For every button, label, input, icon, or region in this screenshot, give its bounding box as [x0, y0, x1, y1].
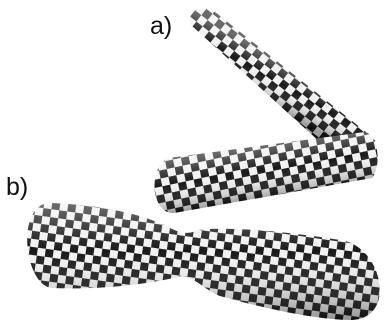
- panel-label-a: a): [150, 12, 172, 40]
- panel-label-b: b): [6, 173, 28, 201]
- panel-a-bent-tube: [155, 8, 378, 213]
- panel-b-necked-tube: [27, 203, 380, 320]
